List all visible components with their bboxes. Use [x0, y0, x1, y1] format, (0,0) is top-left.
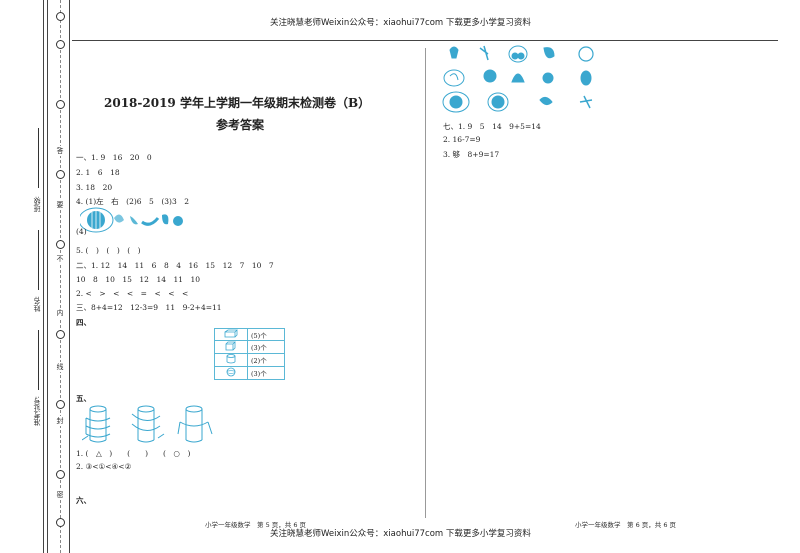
- tomato-icon: [542, 72, 554, 84]
- cylinder-icon: [226, 354, 236, 364]
- answer-line: 2. ③<①<④<②: [76, 462, 132, 471]
- answer-line: 2. 16-7=9: [443, 135, 481, 144]
- table-row: (5)个: [214, 328, 285, 341]
- pepper-icon: [543, 47, 555, 59]
- apple-icon: [173, 216, 183, 226]
- orange-icon: [491, 95, 505, 109]
- pepper-icon: [130, 216, 138, 225]
- page-subtitle: 参考答案: [216, 118, 265, 132]
- cherry-icon: [511, 52, 519, 60]
- margin-line-outer-2: [47, 0, 48, 553]
- header-rule: [72, 40, 778, 41]
- binding-hole-mark: [56, 100, 65, 109]
- answer-line: 七、1. 9 5 14 9+5=14: [443, 122, 541, 131]
- monkey-icon: [449, 95, 463, 109]
- shape-count: (3)个: [247, 366, 285, 380]
- section-heading: 五、: [76, 394, 91, 403]
- answer-line: 4. (1)左 右 (2)6 5 (3)3 2: [76, 197, 189, 206]
- bottom-banner: 关注晓慧老师Weixin公众号：xiaohui77com 下载更多小学复习资料: [270, 529, 531, 539]
- margin-line-inner: [69, 0, 70, 553]
- pineapple-icon: [580, 70, 592, 86]
- exam-number-blank: [38, 330, 39, 390]
- binding-hole-mark: [56, 330, 65, 339]
- pear-icon: [114, 214, 124, 223]
- margin-char: 封: [55, 416, 65, 426]
- fruit-sequence-illustration: [80, 207, 183, 233]
- binding-hole-mark: [56, 400, 65, 409]
- string-wrapped-cylinders: [82, 405, 213, 443]
- page-divider: [425, 48, 426, 518]
- answer-line: 1. ( △ ) ( ) ( ○ ): [76, 449, 191, 458]
- binding-hole-mark: [56, 240, 65, 249]
- binding-hole-mark: [56, 518, 65, 527]
- grapes-icon: [483, 69, 497, 83]
- cuboid-icon: [224, 329, 238, 338]
- rabbit-icon: [579, 95, 593, 109]
- answer-line: 3. 够 8+9=17: [443, 150, 500, 159]
- section-heading: 六、: [76, 496, 91, 505]
- class-blank: [38, 128, 39, 188]
- table-row: (3)个: [214, 340, 285, 354]
- page-title: 2018-2019 学年上学期一年级期末检测卷（B）: [104, 96, 371, 110]
- margin-line-outer: [43, 0, 44, 553]
- shape-count: (2)个: [247, 353, 285, 367]
- margin-char: 密: [55, 490, 65, 500]
- answer-line: 3. 18 20: [76, 183, 113, 192]
- dog-icon: [539, 96, 553, 106]
- carrot-icon: [479, 45, 489, 61]
- eggplant-icon: [162, 214, 169, 225]
- binding-hole-mark: [56, 40, 65, 49]
- answer-line: 2. 1 6 18: [76, 168, 120, 177]
- answer-line: 一、1. 9 16 20 0: [76, 153, 152, 162]
- binding-hole-mark: [56, 170, 65, 179]
- exam-number-label: 准考证号:: [33, 396, 41, 427]
- answer-line: 三、8+4=12 12-3=9 11 9-2+4=11: [76, 303, 222, 312]
- pumpkin-icon: [578, 46, 594, 62]
- binding-hole-mark: [56, 12, 65, 21]
- classification-illustration: [442, 45, 594, 113]
- margin-char: 答: [55, 146, 65, 156]
- shape-count-table: (5)个 (3)个 (2)个 (3)个: [214, 328, 285, 380]
- cube-icon: [225, 341, 236, 351]
- shape-count: (3)个: [247, 340, 285, 354]
- mushroom-icon: [511, 73, 525, 83]
- answer-line: 2. < > < < = < < <: [76, 289, 189, 298]
- section-heading: 四、: [76, 318, 91, 327]
- shape-count: (5)个: [247, 328, 285, 341]
- table-row: (2)个: [214, 353, 285, 367]
- margin-char: 要: [55, 200, 65, 210]
- margin-cut-line: [60, 0, 61, 553]
- margin-char: 线: [55, 362, 65, 372]
- cabbage-icon: [449, 46, 459, 59]
- class-label: 班级:: [33, 196, 41, 213]
- table-row: (3)个: [214, 366, 285, 380]
- answer-line: 5. ( ) ( ) ( ): [76, 246, 141, 255]
- binding-hole-mark: [56, 470, 65, 479]
- name-blank: [38, 230, 39, 290]
- margin-char: 不: [55, 254, 65, 264]
- answer-line: 10 8 10 15 12 14 11 10: [76, 275, 201, 284]
- name-label: 姓名:: [33, 296, 41, 313]
- margin-char: 内: [55, 308, 65, 318]
- answer-line: 二、1. 12 14 11 6 8 4 16 15 12 7 10 7: [76, 261, 274, 270]
- page-footer-left: 小学一年级数学 第 5 页，共 6 页: [205, 521, 307, 529]
- banana-icon: [449, 73, 459, 81]
- top-banner: 关注晓慧老师Weixin公众号：xiaohui77com 下载更多小学复习资料: [270, 18, 531, 28]
- answer-line: (4): [76, 227, 87, 236]
- banana-icon: [141, 217, 160, 226]
- sphere-icon: [226, 367, 236, 377]
- page-footer-right: 小学一年级数学 第 6 页，共 6 页: [575, 521, 677, 529]
